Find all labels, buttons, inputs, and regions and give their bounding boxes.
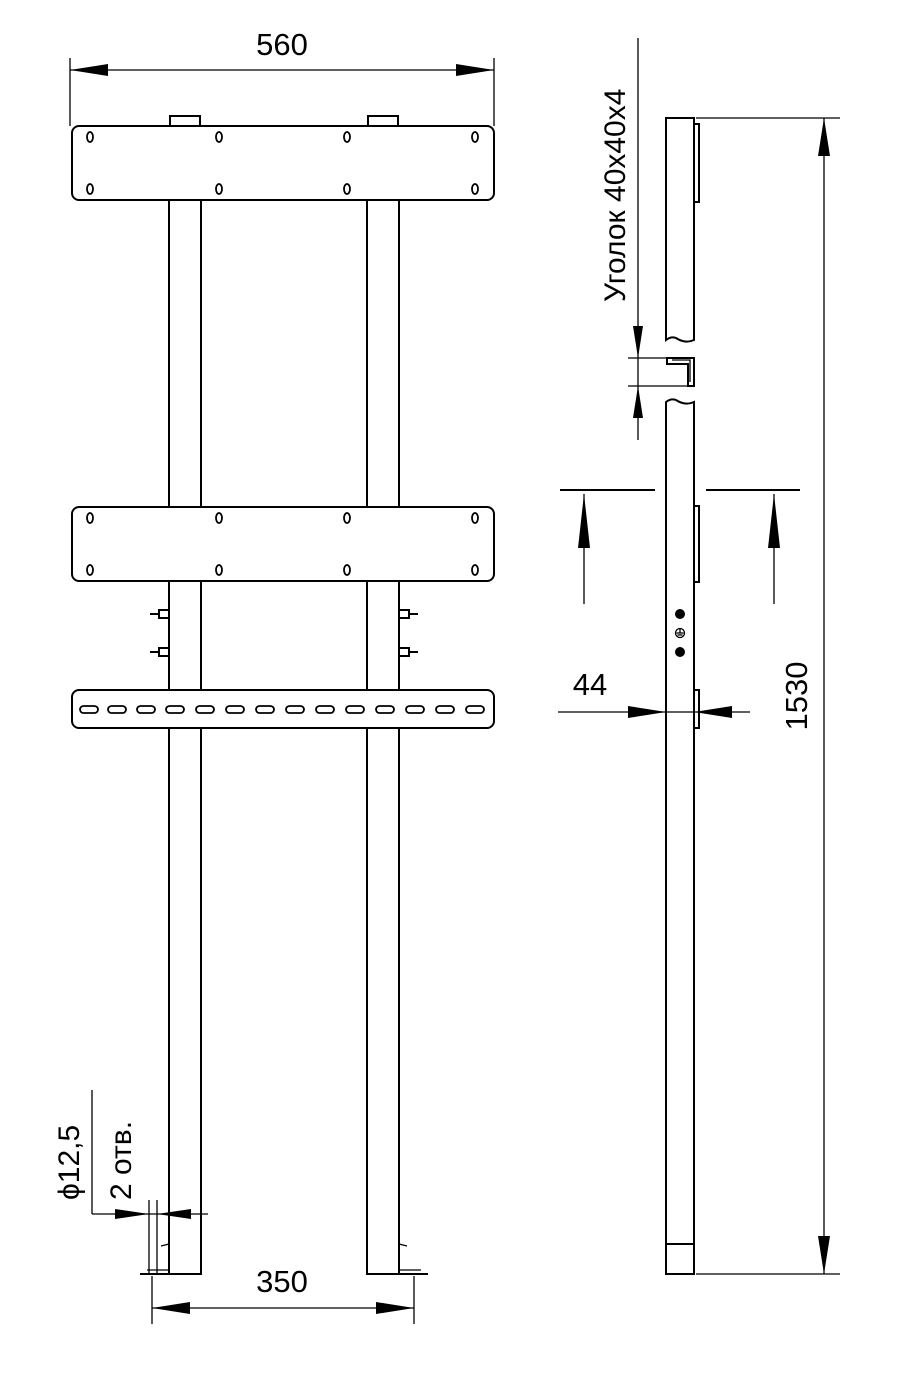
- top-tab-right: [367, 115, 399, 127]
- shelf-slots: [79, 705, 485, 714]
- right-post: [366, 197, 400, 1275]
- left-post: [168, 197, 202, 1275]
- middle-mounting-panel: [71, 506, 495, 582]
- top-panel-holes: [86, 131, 479, 195]
- hole-callout: ϕ12,5 2 отв.: [53, 1090, 208, 1274]
- shelf-bracket-strip: [693, 689, 700, 729]
- side-post-upper: [665, 117, 695, 343]
- dimension-spacing-label: 350: [256, 1264, 308, 1299]
- right-foot: [367, 1243, 428, 1275]
- side-bolts: [150, 609, 418, 657]
- angle-profile-label: Уголок 40х40х4: [599, 89, 632, 302]
- upper-bracket-strip: [693, 123, 700, 203]
- angle-section: [628, 38, 695, 440]
- hole-count-label: 2 отв.: [105, 1121, 138, 1200]
- left-foot: [140, 1243, 201, 1275]
- dimension-350: 350: [151, 1264, 415, 1324]
- bolt-head-lower: [675, 647, 685, 657]
- dimension-depth-label: 44: [573, 667, 607, 702]
- bolt-head-upper: [675, 609, 685, 619]
- front-view: 560: [53, 27, 495, 1324]
- hole-diameter-label: ϕ12,5: [53, 1125, 86, 1200]
- lower-end-cap: [665, 1243, 695, 1275]
- side-post-lower: [665, 398, 695, 1275]
- dimension-44: 44: [558, 667, 750, 718]
- dimension-height-label: 1530: [779, 662, 814, 731]
- top-mounting-panel: [71, 125, 495, 201]
- dimension-1530: 1530: [696, 117, 840, 1275]
- side-view: Уголок 40х40х4: [558, 38, 840, 1275]
- top-tab-left: [169, 115, 201, 127]
- ground-icon: [674, 627, 686, 639]
- middle-panel-holes: [86, 512, 479, 576]
- dimension-width-label: 560: [256, 27, 308, 62]
- middle-bracket-strip: [693, 505, 700, 583]
- load-arrows: [560, 489, 800, 604]
- slotted-shelf-bar: [71, 689, 495, 729]
- dimension-560: 560: [69, 27, 495, 126]
